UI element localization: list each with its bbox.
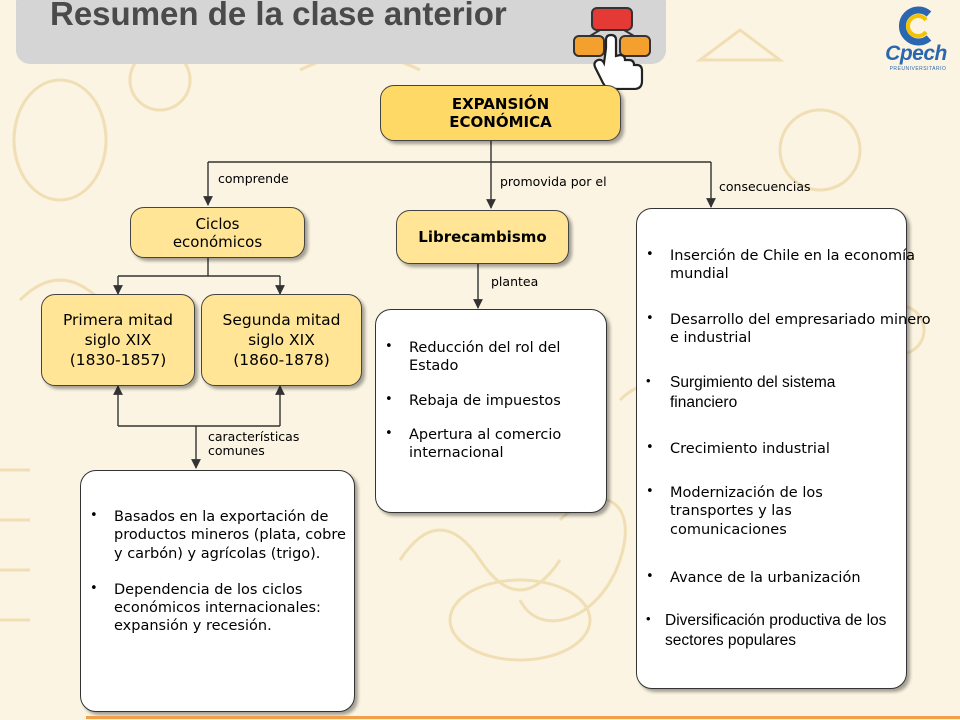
list-item: • Diversificación productiva de los sect… <box>637 611 915 650</box>
list-item: • Basados en la exportación de productos… <box>81 508 354 563</box>
node-segunda-line2: siglo XIX <box>248 330 315 349</box>
list-item: • Modernización de los transportes y las… <box>637 484 860 539</box>
node-expansion-economica: EXPANSIÓN ECONÓMICA <box>380 85 621 141</box>
bullet-icon: • <box>90 580 98 596</box>
link-label-promovida: promovida por el <box>500 174 607 189</box>
list-item: • Surgimiento del sistema financiero <box>637 373 900 412</box>
title-banner: Resumen de la clase anterior <box>16 0 666 64</box>
link-label-consecuencias: consecuencias <box>719 179 811 194</box>
list-item-text: Diversificación productiva de los sector… <box>665 612 887 649</box>
bullet-icon: • <box>646 440 654 455</box>
list-item: • Apertura al comercio internacional <box>376 426 600 463</box>
bullet-icon: • <box>646 373 651 388</box>
link-label-plantea: plantea <box>491 274 539 289</box>
list-item-text: Reducción del rol del Estado <box>409 340 561 375</box>
link-label-comprende: comprende <box>218 171 289 186</box>
list-item-text: Desarrollo del empresariado minero e ind… <box>670 312 931 347</box>
node-ciclos-line1: Ciclos <box>195 214 240 233</box>
logo-tagline: PREUNIVERSITARIO <box>889 66 947 72</box>
list-item-text: Avance de la urbanización <box>670 570 861 586</box>
node-ciclos-line2: económicos <box>172 232 263 251</box>
node-segunda-line1: Segunda mitad <box>222 310 341 329</box>
page-title: Resumen de la clase anterior <box>50 0 507 32</box>
bullet-icon: • <box>646 247 654 262</box>
cpech-logo: Cpech PREUNIVERSITARIO <box>876 4 956 76</box>
bullet-icon: • <box>90 508 98 523</box>
list-item-text: Surgimiento del sistema financiero <box>670 374 836 411</box>
link-label-caracteristicas-line2: comunes <box>208 442 265 458</box>
list-item-text: Rebaja de impuestos <box>409 392 561 409</box>
list-item: • Reducción del rol del Estado <box>376 339 600 376</box>
caracteristicas-list: • Basados en la exportación de productos… <box>81 508 354 636</box>
bullet-icon: • <box>646 311 654 326</box>
node-primera-mitad: Primera mitad siglo XIX (1830-1857) <box>41 294 195 386</box>
link-label-caracteristicas-line1: características <box>208 429 300 444</box>
node-primera-line3: (1830-1857) <box>69 351 167 370</box>
list-item-text: Inserción de Chile en la economía mundia… <box>670 248 915 283</box>
list-item-text: Basados en la exportación de productos m… <box>114 509 346 562</box>
node-primera-line2: siglo XIX <box>84 330 152 349</box>
panel-plantea: • Reducción del rol del Estado • Rebaja … <box>375 309 607 513</box>
node-segunda-line3: (1860-1878) <box>233 351 330 370</box>
node-ciclos-economicos: Ciclos económicos <box>130 207 305 258</box>
bottom-accent-line <box>86 716 960 719</box>
list-item-text: Modernización de los transportes y las c… <box>670 485 823 538</box>
bullet-icon: • <box>385 339 393 354</box>
list-item: • Desarrollo del empresariado minero e i… <box>637 311 932 348</box>
bullet-icon: • <box>385 425 393 441</box>
list-item: • Avance de la urbanización <box>637 569 932 587</box>
logo-wordmark: Cpech <box>885 42 947 65</box>
node-expansion-line2: ECONÓMICA <box>449 113 552 131</box>
list-item: • Dependencia de los ciclos económicos i… <box>81 581 354 636</box>
list-item: • Inserción de Chile en la economía mund… <box>637 247 932 284</box>
node-librecambismo-label: Librecambismo <box>418 228 547 246</box>
hand-pointer-icon <box>573 7 651 90</box>
node-expansion-line1: EXPANSIÓN <box>451 95 550 113</box>
bullet-icon: • <box>646 611 651 626</box>
list-item: • Crecimiento industrial <box>637 440 932 458</box>
list-item-text: Dependencia de los ciclos económicos int… <box>114 581 321 635</box>
bullet-icon: • <box>385 391 393 407</box>
list-item-text: Crecimiento industrial <box>670 441 830 457</box>
panel-caracteristicas-comunes: • Basados en la exportación de productos… <box>80 470 355 712</box>
bullet-icon: • <box>646 484 654 499</box>
link-label-caracteristicas: características comunes <box>208 430 299 458</box>
node-librecambismo: Librecambismo <box>396 210 569 264</box>
plantea-list: • Reducción del rol del Estado • Rebaja … <box>376 339 606 462</box>
list-item-text: Apertura al comercio internacional <box>409 426 562 462</box>
list-item: • Rebaja de impuestos <box>376 392 600 410</box>
bullet-icon: • <box>646 569 654 584</box>
panel-consecuencias: • Inserción de Chile en la economía mund… <box>636 208 931 689</box>
node-primera-line1: Primera mitad <box>62 310 173 329</box>
node-segunda-mitad: Segunda mitad siglo XIX (1860-1878) <box>201 294 362 386</box>
cpech-logo-icon <box>898 6 932 46</box>
